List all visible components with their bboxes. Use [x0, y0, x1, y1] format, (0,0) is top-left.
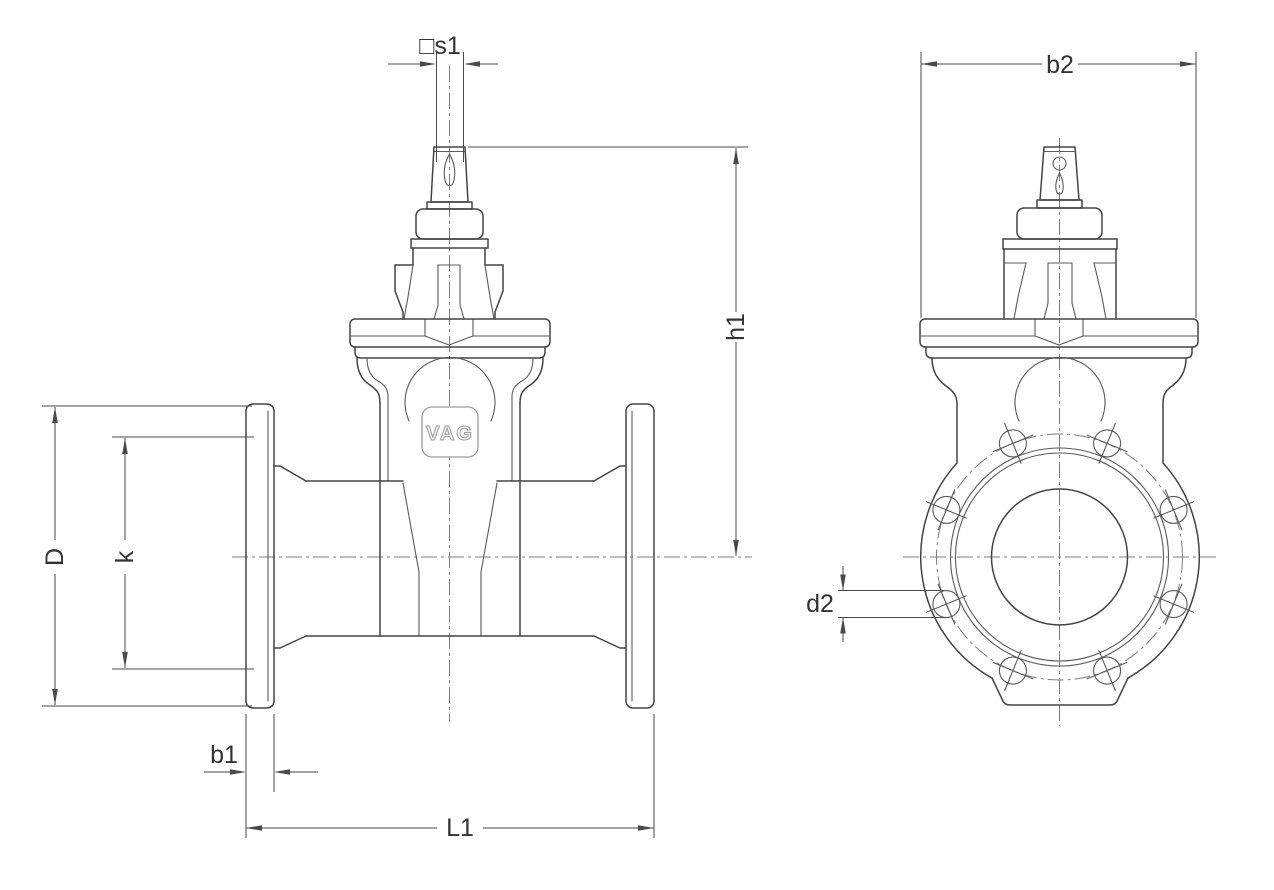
left-pipe-flange: [245, 403, 275, 709]
vag-logo: VAG: [421, 406, 479, 458]
bore-circle: [990, 488, 1129, 626]
gland-chevron: [424, 335, 474, 346]
right-pipe-flange: [625, 403, 655, 709]
dimension-b1: b1: [204, 714, 318, 792]
dimension-label-h1: h1: [722, 313, 750, 341]
cone-top-left: [273, 465, 307, 482]
stem-wedge-profile: [1055, 172, 1064, 195]
raised-face-outer-ring: [949, 447, 1170, 667]
dimension-label-D: D: [41, 548, 69, 566]
logo-plate: [421, 406, 479, 458]
bolt-circle-centerline: [936, 433, 1183, 681]
side-body: [920, 356, 1200, 706]
dimension-s1: □s1: [388, 32, 498, 162]
bolt-hole: [925, 489, 967, 531]
cone-bottom-left: [273, 635, 307, 649]
front-body: [273, 356, 627, 649]
cone-bottom-right: [593, 635, 627, 649]
dimension-k: k: [111, 436, 254, 670]
bolt-hole: [992, 650, 1034, 692]
bolt-hole: [1153, 583, 1195, 625]
body-dome-boss: [404, 356, 496, 422]
dimension-b2: b2: [920, 51, 1197, 318]
dimension-h1: h1: [468, 146, 750, 556]
bolt-hole: [1153, 489, 1195, 531]
stem-pin-hole: [1052, 156, 1067, 171]
dimensions: □s1 h1 D k: [41, 32, 1197, 842]
centerlines: [232, 66, 1218, 726]
dimension-label-b1: b1: [210, 741, 238, 769]
dimension-d2: d2: [806, 566, 949, 642]
logo-text: VAG: [426, 423, 474, 445]
stem-wedge-profile: [443, 153, 456, 186]
dimension-L1: L1: [245, 714, 655, 842]
dimension-label-d2: d2: [806, 590, 834, 618]
gland-chevron: [1034, 335, 1084, 346]
dimension-label-b2: b2: [1046, 51, 1074, 79]
body-dome-boss: [1014, 356, 1106, 422]
side-stem-cap: [1036, 146, 1083, 209]
front-view: VAG: [245, 146, 655, 709]
dimension-label-L1: L1: [446, 814, 474, 842]
front-pipe-flanges: [245, 403, 655, 709]
front-bonnet: [394, 208, 504, 320]
dimension-D: D: [41, 405, 252, 707]
bolt-hole: [992, 422, 1034, 464]
flange-foot: [991, 677, 1129, 706]
raised-face-inner-ring: [954, 452, 1165, 662]
flange-outer-arc-right: [1127, 462, 1200, 679]
dimension-label-s1: □s1: [419, 32, 461, 60]
bolt-hole: [1086, 650, 1128, 692]
cone-top-right: [593, 465, 627, 482]
flange-outer-arc-left: [920, 462, 993, 679]
side-bonnet: [1002, 207, 1118, 320]
bolt-hole: [1086, 422, 1128, 464]
dimension-label-k: k: [111, 550, 139, 563]
